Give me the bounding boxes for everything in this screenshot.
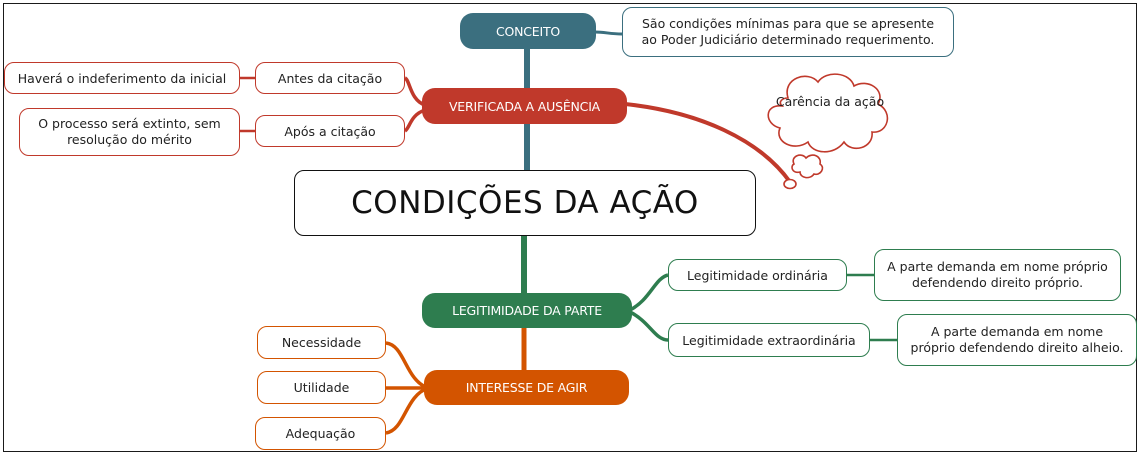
thought-text: Carência da ação [775,94,885,109]
adequacao-label: Adequação [285,426,356,441]
ordinaria-label: Legitimidade ordinária [687,267,828,283]
extraordinaria-desc: A parte demanda em nome próprio defenden… [910,324,1124,355]
antes-citacao-label: Antes da citação [277,70,383,86]
utilidade-label: Utilidade [293,380,350,395]
apos-result-label: O processo será extinto, sem resolução d… [38,116,221,147]
conceito-definition-box: São condições mínimas para que se aprese… [622,7,954,57]
extraordinaria-desc-box: A parte demanda em nome próprio defenden… [897,314,1137,366]
central-node: CONDIÇÕES DA AÇÃO [294,170,756,236]
extraordinaria-label: Legitimidade extraordinária [682,332,856,348]
central-title: CONDIÇÕES DA AÇÃO [351,185,699,221]
diagram-frame [3,3,1137,452]
conceito-node: CONCEITO [460,13,596,49]
necessidade-box: Necessidade [257,326,386,359]
interesse-node: INTERESSE DE AGIR [424,370,629,405]
link-thought [624,102,792,184]
conceito-label: CONCEITO [495,23,561,39]
link-apos [403,108,426,133]
link-extraordinaria [629,310,669,342]
legitimidade-node: LEGITIMIDADE DA PARTE [422,293,632,328]
link-adequacao [385,386,429,435]
link-antes [403,76,426,107]
ordinaria-box: Legitimidade ordinária [668,259,847,291]
apos-citacao-label: Após a citação [284,123,376,139]
interesse-label: INTERESSE DE AGIR [465,380,588,395]
extraordinaria-box: Legitimidade extraordinária [668,323,870,357]
necessidade-label: Necessidade [281,335,362,350]
adequacao-box: Adequação [255,417,386,450]
link-necessidade [385,341,429,390]
link-ordinaria [629,273,669,312]
utilidade-box: Utilidade [257,371,386,404]
legitimidade-label: LEGITIMIDADE DA PARTE [452,303,602,318]
apos-result-box: O processo será extinto, sem resolução d… [19,108,240,156]
ausencia-label: VERIFICADA A AUSÊNCIA [448,98,601,114]
thought-cloud-icon [767,73,889,190]
conceito-definition: São condições mínimas para que se aprese… [641,16,935,47]
apos-citacao-box: Após a citação [255,115,405,147]
antes-result-label: Haverá o indeferimento da inicial [17,70,227,86]
ordinaria-desc: A parte demanda em nome próprio defenden… [887,259,1108,290]
ordinaria-desc-box: A parte demanda em nome próprio defenden… [874,249,1121,301]
antes-result-box: Haverá o indeferimento da inicial [4,62,240,94]
antes-citacao-box: Antes da citação [255,62,405,94]
link-conceito-def [594,30,623,36]
ausencia-node: VERIFICADA A AUSÊNCIA [422,88,627,124]
